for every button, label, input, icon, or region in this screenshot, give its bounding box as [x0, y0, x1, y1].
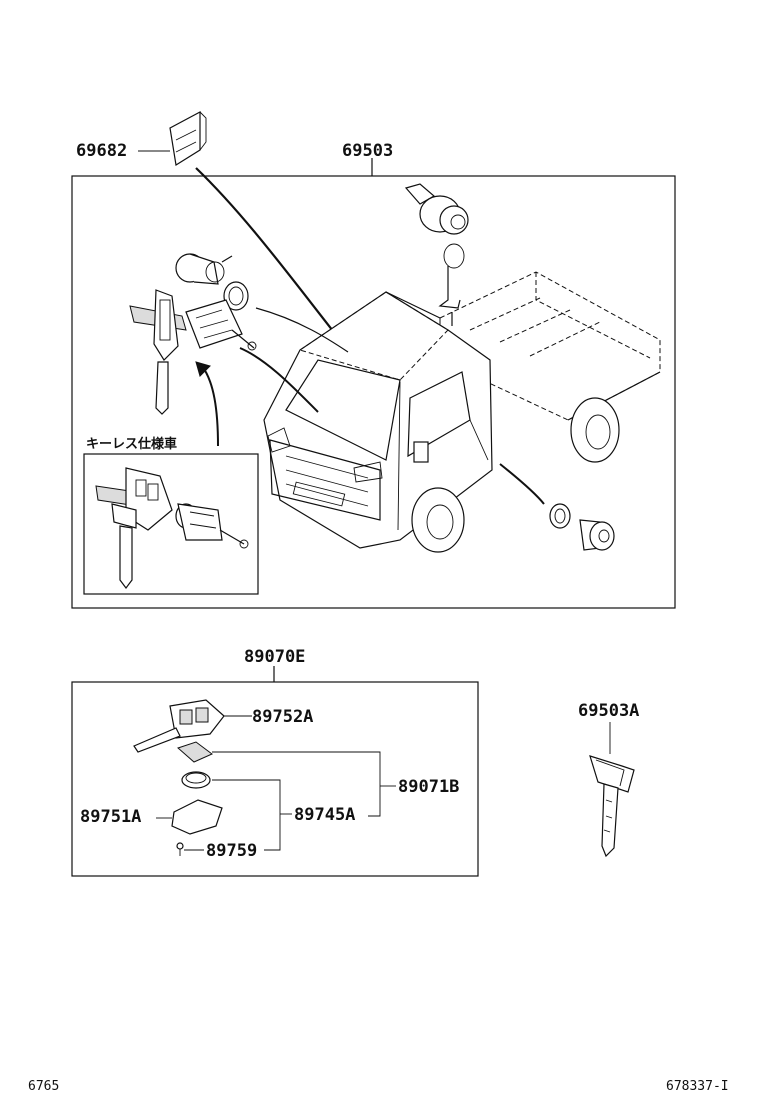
footer-left-code: 6765: [28, 1079, 59, 1094]
leader-ignition: [255, 307, 349, 353]
leader-89071B-top: [212, 751, 381, 817]
keyless-key: [95, 467, 173, 589]
key-69503A: [589, 755, 635, 858]
remote-frame: [71, 681, 479, 877]
label-69503A: 69503A: [578, 701, 639, 721]
label-69682: 69682: [76, 141, 127, 161]
battery-89745A: [181, 771, 211, 789]
leader-curve-69682: [195, 167, 349, 351]
label-89071B: 89071B: [398, 777, 459, 797]
remote-key-89752A: [133, 699, 225, 753]
label-89070E: 89070E: [244, 647, 305, 667]
main-frame: [71, 175, 676, 609]
leader-ignition-2: [239, 347, 319, 413]
ignition-cylinder: [175, 253, 257, 351]
footer-right-code: 678337-I: [666, 1079, 729, 1094]
arrow-keyless: [201, 365, 219, 447]
keyless-cylinder: [175, 503, 249, 549]
spare-key-group: 69503A: [578, 701, 639, 858]
leader-door: [499, 463, 545, 505]
label-keyless-inset: キーレス仕様車: [86, 436, 177, 452]
label-89745A: 89745A: [294, 805, 355, 825]
fuel-lock-cylinder: [404, 183, 469, 309]
arrow-keyless-head: [195, 361, 211, 377]
leader-89745A: [212, 779, 281, 851]
case-89751A: [171, 799, 223, 835]
screw-89759: [176, 842, 184, 856]
label-89759: 89759: [206, 841, 257, 861]
main-assembly-group: 69682 69503: [71, 111, 676, 609]
transmitter-89071B: [177, 741, 213, 763]
clip-69682: [169, 111, 207, 166]
key-top: [129, 289, 187, 415]
keyless-inset-frame: [83, 453, 259, 595]
label-89751A: 89751A: [80, 807, 141, 827]
remote-key-group: 89070E 89752A 89071B 89745A 89751A: [71, 647, 479, 877]
label-89752A: 89752A: [252, 707, 313, 727]
label-69503: 69503: [342, 141, 393, 161]
truck-illustration: [263, 271, 661, 553]
door-lock-cylinder: [549, 503, 615, 551]
